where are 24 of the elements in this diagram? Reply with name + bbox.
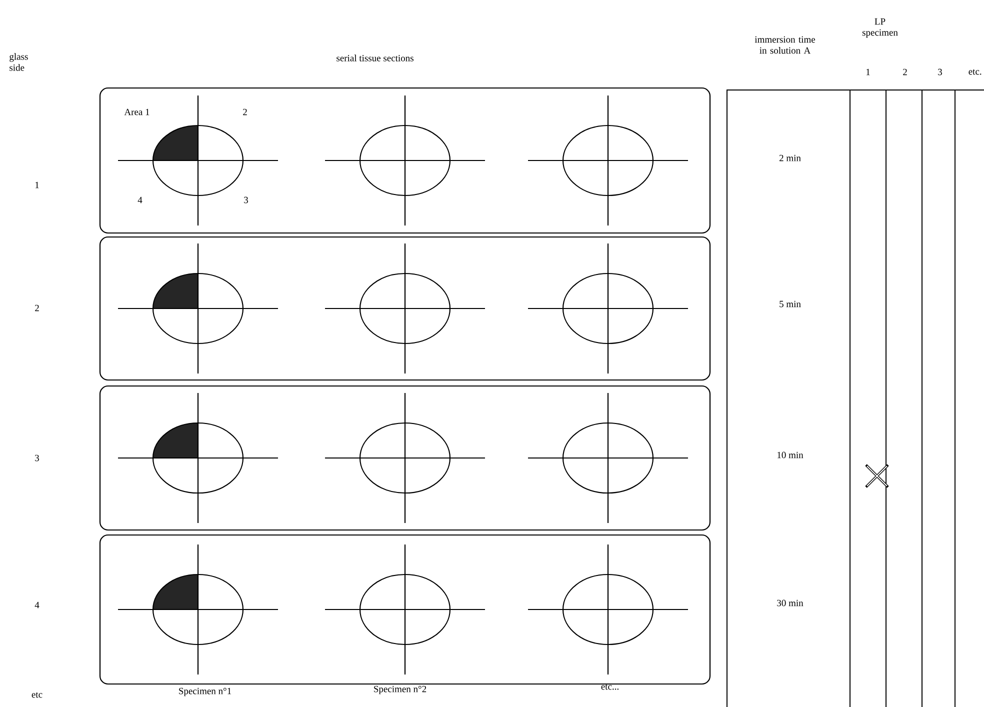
specimen-number: 3 xyxy=(938,68,942,76)
column-heading: glass side xyxy=(10,53,28,71)
row-label: 2 xyxy=(35,304,39,312)
area-label: 2 xyxy=(243,108,247,116)
column-heading: LP specimen xyxy=(862,18,898,38)
row-label: 1 xyxy=(35,182,39,188)
row-label: etc xyxy=(32,692,42,698)
specimen-number: 2 xyxy=(903,68,907,76)
column-heading: serial tissue sections xyxy=(336,54,414,62)
specimen-number: etc. xyxy=(968,69,982,75)
column-heading: immersion time in solution A xyxy=(754,36,816,54)
area-label: 4 xyxy=(138,196,142,204)
time-label: 10 min xyxy=(778,452,804,458)
area-label: 3 xyxy=(244,196,248,204)
specimen-label: Specimen n°1 xyxy=(179,688,232,696)
time-label: 2 min xyxy=(779,154,801,162)
area-label: Area 1 xyxy=(124,108,150,116)
row-label: 3 xyxy=(35,454,39,462)
specimen-label: etc... xyxy=(601,684,618,690)
row-label: 4 xyxy=(34,602,40,608)
specimen-label: Specimen n°2 xyxy=(374,686,426,694)
specimen-number: 1 xyxy=(866,68,870,76)
time-label: 30 min xyxy=(777,600,804,606)
time-label: 5 min xyxy=(780,300,801,308)
